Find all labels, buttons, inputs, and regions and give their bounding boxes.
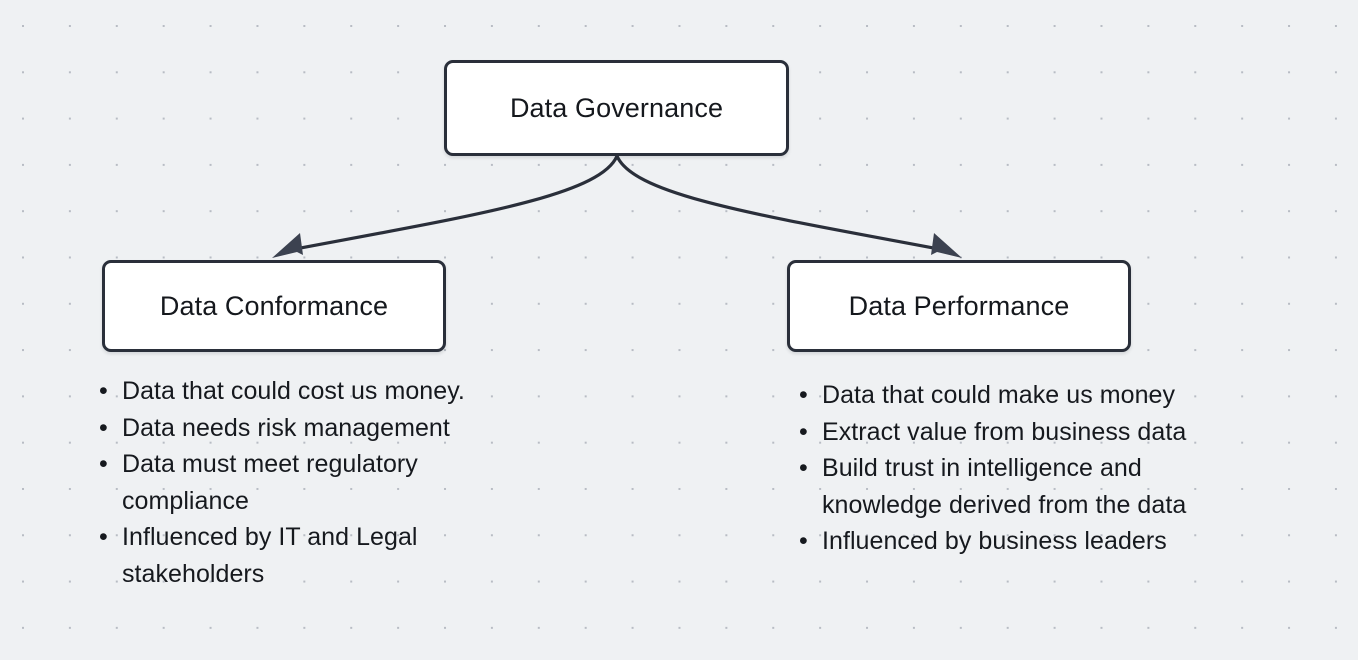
list-item: Data that could cost us money. <box>97 373 497 410</box>
governance-to-conformance-line <box>288 154 619 252</box>
conformance-bullet-list: Data that could cost us money. Data need… <box>97 373 497 592</box>
node-data-governance[interactable]: Data Governance <box>444 60 789 156</box>
list-item: Influenced by IT and Legal stakeholders <box>97 519 497 592</box>
list-item: Data that could make us money <box>797 377 1267 414</box>
list-item: Data must meet regulatory compliance <box>97 446 497 519</box>
governance-to-performance-line <box>615 154 946 252</box>
list-item: Extract value from business data <box>797 414 1267 451</box>
node-data-governance-label: Data Governance <box>509 92 724 123</box>
list-item: Build trust in intelligence and knowledg… <box>797 450 1267 523</box>
list-item: Data needs risk management <box>97 410 497 447</box>
node-data-conformance-label: Data Conformance <box>159 290 389 321</box>
node-data-conformance[interactable]: Data Conformance <box>102 260 446 352</box>
governance-to-conformance-arrowhead <box>272 233 303 258</box>
node-data-performance-label: Data Performance <box>848 290 1070 321</box>
list-item: Influenced by business leaders <box>797 523 1267 560</box>
node-data-performance[interactable]: Data Performance <box>787 260 1131 352</box>
governance-to-performance-arrowhead <box>931 233 962 258</box>
performance-bullet-list: Data that could make us money Extract va… <box>797 377 1267 560</box>
